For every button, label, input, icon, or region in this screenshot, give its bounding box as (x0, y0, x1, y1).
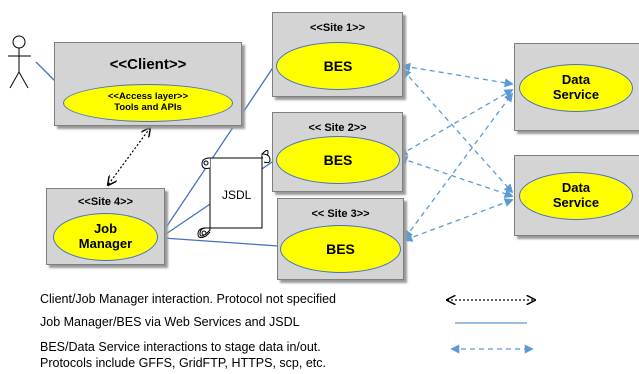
site1-bes-ellipse: BES (276, 42, 400, 90)
user-actor-icon (8, 35, 31, 89)
site1-title: <<Site 1>> (309, 22, 366, 34)
bes1-ds1-arrow (401, 62, 514, 88)
site4-title: <<Site 4>> (77, 196, 134, 208)
data-service-1-line2: Service (552, 87, 600, 102)
job-manager-line2: Manager (78, 236, 133, 251)
site1-box: <<Site 1>> BES (272, 12, 403, 97)
site1-bes-label: BES (323, 57, 353, 74)
site2-bes-label: BES (323, 151, 353, 168)
bes2-ds1-arrow (398, 89, 514, 156)
data-service-2-box: Data Service (514, 155, 639, 236)
bes1-ds2-arrow (401, 68, 514, 194)
jm-to-bes1-line (162, 59, 279, 233)
job-manager-line1: Job (93, 221, 118, 237)
jsdl-document-icon (197, 150, 271, 239)
jm-to-bes3-line (162, 237, 279, 247)
data-service-2-ellipse: Data Service (519, 172, 633, 220)
site3-title: << Site 3>> (311, 208, 370, 220)
jsdl-label: JSDL (222, 188, 252, 202)
site4-box: <<Site 4>> Job Manager (46, 188, 165, 265)
site3-box: << Site 3>> BES (277, 198, 404, 280)
data-service-1-line1: Data (561, 72, 591, 88)
legend-bes-ds-line2: Protocols include GFFS, GridFTP, HTTPS, … (40, 356, 326, 370)
bes2-ds2-arrow (398, 156, 514, 198)
site3-bes-label: BES (326, 240, 355, 257)
access-layer-label: <<Access layer>> (107, 91, 189, 103)
data-service-2-line1: Data (561, 180, 591, 196)
site2-title: << Site 2>> (308, 122, 367, 134)
client-title: <<Client>> (109, 56, 187, 73)
legend-client-jm: Client/Job Manager interaction. Protocol… (40, 292, 336, 306)
data-service-1-box: Data Service (514, 43, 639, 131)
legend-jm-bes: Job Manager/BES via Web Services and JSD… (40, 315, 300, 329)
access-layer-ellipse: <<Access layer>> Tools and APIs (63, 84, 233, 122)
tools-apis-label: Tools and APIs (114, 102, 182, 113)
client-box: <<Client>> <<Access layer>> Tools and AP… (54, 42, 242, 126)
data-service-1-ellipse: Data Service (519, 64, 633, 112)
bes3-ds2-arrow (403, 198, 514, 242)
site3-bes-ellipse: BES (280, 225, 401, 273)
legend-bes-ds-line1: BES/Data Service interactions to stage d… (40, 340, 321, 354)
bes3-ds1-arrow (403, 92, 514, 240)
data-service-2-line2: Service (552, 195, 600, 210)
client-jm-dotted-arrow (108, 128, 150, 185)
site2-box: << Site 2>> BES (272, 112, 403, 192)
job-manager-ellipse: Job Manager (53, 213, 158, 261)
site2-bes-ellipse: BES (276, 136, 400, 184)
